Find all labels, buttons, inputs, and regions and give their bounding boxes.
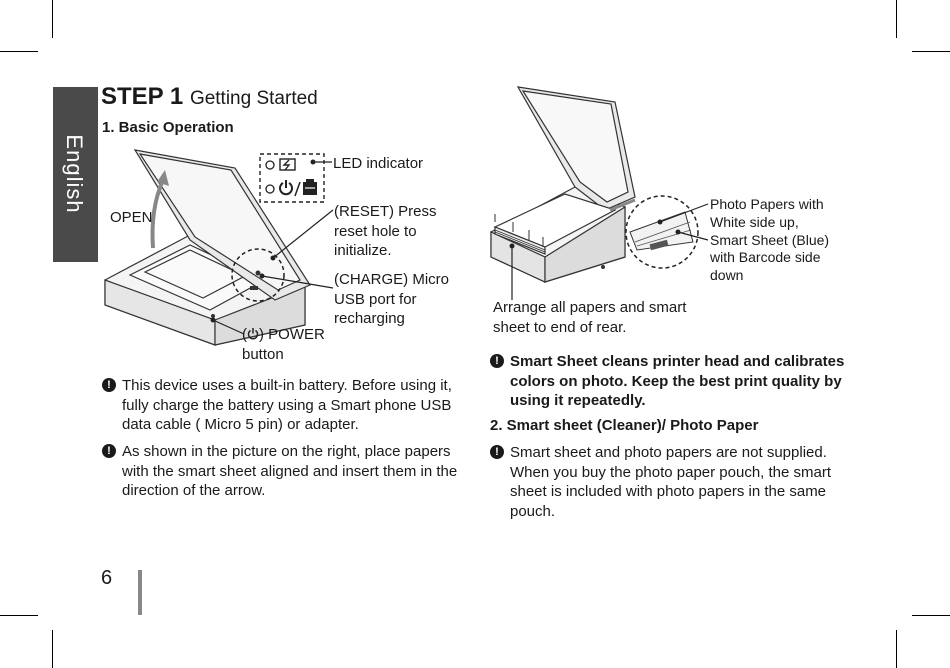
caution-icon: ! [490, 445, 504, 459]
crop-mark [52, 630, 53, 668]
arrange-papers-label: Arrange all papers and smart sheet to en… [493, 299, 687, 336]
page-title: STEP 1 Getting Started [101, 83, 318, 111]
crop-mark [52, 0, 53, 38]
printer-paper-illustration [490, 86, 699, 283]
photo-papers-label: Photo Papers with White side up, Smart S… [710, 196, 830, 284]
page-number: 6 [101, 567, 113, 589]
language-tab [53, 87, 98, 262]
caution-icon: ! [102, 444, 116, 458]
battery-note: This device uses a built-in battery. Bef… [122, 377, 452, 433]
power-icon [247, 326, 259, 340]
crop-mark [912, 51, 950, 52]
crop-mark [0, 615, 38, 616]
caution-icon: ! [102, 378, 116, 392]
supplies-note: Smart sheet and photo papers are not sup… [510, 444, 832, 520]
led-indicator-label: LED indicator [333, 155, 424, 172]
caution-icon: ! [490, 354, 504, 368]
printer-open-illustration [104, 149, 311, 346]
crop-mark [896, 0, 897, 38]
step-title: Getting Started [189, 88, 318, 109]
led-indicator-box [259, 153, 325, 203]
step-label: STEP 1 [101, 83, 184, 110]
paper-placement-note: As shown in the picture on the right, pl… [122, 443, 458, 499]
section-heading-basic-operation: 1. Basic Operation [102, 119, 234, 136]
smart-sheet-note: Smart Sheet cleans printer head and cali… [510, 353, 845, 409]
power-label: () POWER button [242, 326, 325, 363]
section-heading-smart-sheet: 2. Smart sheet (Cleaner)/ Photo Paper [490, 417, 759, 434]
crop-mark [0, 51, 38, 52]
page-number-bar [138, 570, 142, 615]
open-label: OPEN [110, 209, 153, 226]
reset-label: (RESET) Press reset hole to initialize. [334, 203, 437, 259]
crop-mark [912, 615, 950, 616]
crop-mark [896, 630, 897, 668]
charge-label: (CHARGE) Micro USB port for recharging [334, 271, 449, 327]
